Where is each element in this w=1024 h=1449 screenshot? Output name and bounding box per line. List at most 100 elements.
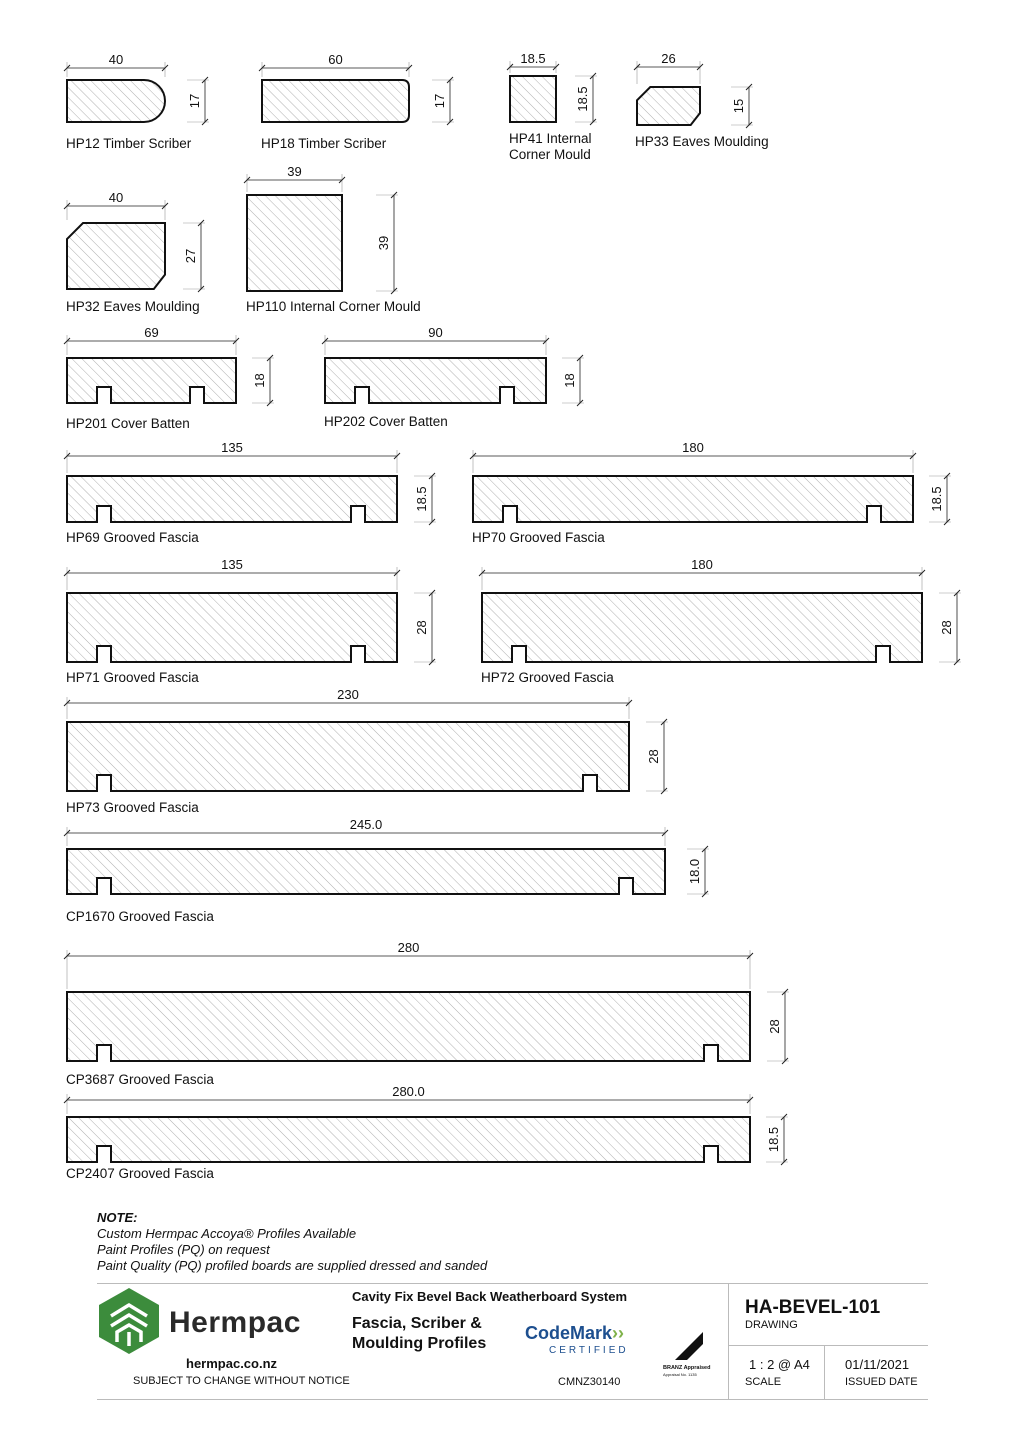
profile-label: HP12 Timber Scriber (66, 136, 192, 151)
width-dimension: 135 (221, 557, 243, 572)
profile-label: HP110 Internal Corner Mould (246, 299, 421, 314)
codemark-name: CodeMark (525, 1323, 613, 1343)
dimension-tick (321, 337, 329, 345)
width-dimension: 135 (221, 440, 243, 455)
dimension-tick (393, 569, 401, 577)
system-name: Cavity Fix Bevel Back Weatherboard Syste… (352, 1289, 628, 1304)
divider (824, 1345, 825, 1399)
dimension-tick (918, 569, 926, 577)
width-dimension: 280.0 (392, 1084, 425, 1099)
dimension-tick (390, 191, 398, 199)
dimension-tick (909, 452, 917, 460)
profile-section (66, 848, 666, 895)
dimension-tick (701, 845, 709, 853)
profile-label: HP41 Internal (509, 131, 592, 146)
profile-label: HP70 Grooved Fascia (472, 530, 605, 545)
profile-section (66, 991, 751, 1062)
height-dimension: 15 (731, 99, 746, 113)
width-dimension: 18.5 (520, 51, 545, 66)
profile-label: CP1670 Grooved Fascia (66, 909, 214, 924)
dimension-tick (63, 452, 71, 460)
drawing-title-line1: Fascia, Scriber & (352, 1315, 482, 1332)
height-dimension: 28 (939, 620, 954, 634)
dimension-tick (197, 219, 205, 227)
dimension-tick (745, 121, 753, 129)
dimension-tick (953, 658, 961, 666)
hermpac-logo-icon (99, 1288, 159, 1354)
dimension-tick (943, 518, 951, 526)
width-dimension: 60 (328, 52, 342, 67)
dimension-tick (63, 952, 71, 960)
note-line: Custom Hermpac Accoya® Profiles Availabl… (97, 1226, 357, 1241)
dimension-tick (258, 64, 266, 72)
branz-appraisal: Appraisal No. 1135 (663, 1372, 697, 1377)
dimension-tick (338, 176, 346, 184)
dimension-tick (633, 63, 641, 71)
website-link[interactable]: hermpac.co.nz (186, 1356, 278, 1371)
width-dimension: 180 (682, 440, 704, 455)
profile-label: Corner Mould (509, 147, 591, 162)
dimension-tick (781, 1057, 789, 1065)
drawing-label: DRAWING (745, 1319, 798, 1331)
notes-title: NOTE: (97, 1210, 138, 1225)
brand-name: Hermpac (169, 1306, 301, 1339)
dimension-tick (746, 952, 754, 960)
height-dimension: 28 (767, 1019, 782, 1033)
scale-value: 1 : 2 @ A4 (749, 1357, 810, 1372)
drawing-title-line2: Moulding Profiles (352, 1335, 487, 1352)
height-dimension: 18.5 (766, 1127, 781, 1152)
profile-section (66, 357, 237, 404)
width-dimension: 280 (398, 940, 420, 955)
dimension-tick (63, 202, 71, 210)
dimension-tick (780, 1158, 788, 1166)
dimension-tick (428, 658, 436, 666)
profile-label: HP201 Cover Batten (66, 416, 190, 431)
dimension-tick (201, 76, 209, 84)
dimension-tick (428, 518, 436, 526)
profile-label: HP69 Grooved Fascia (66, 530, 199, 545)
height-dimension: 18.5 (929, 486, 944, 511)
profile-section (324, 357, 547, 404)
profile-section (66, 475, 398, 523)
height-dimension: 17 (187, 94, 202, 108)
height-dimension: 28 (414, 620, 429, 634)
dimension-tick (232, 337, 240, 345)
width-dimension: 245.0 (350, 817, 383, 832)
dimension-tick (589, 72, 597, 80)
height-dimension: 18.5 (575, 86, 590, 111)
dimension-tick (266, 354, 274, 362)
width-dimension: 90 (428, 325, 442, 340)
dimension-tick (428, 472, 436, 480)
dimension-tick (469, 452, 477, 460)
height-dimension: 18.5 (414, 486, 429, 511)
dimension-tick (701, 890, 709, 898)
note-line: Paint Profiles (PQ) on request (97, 1242, 270, 1257)
profile-section (66, 721, 630, 792)
profile-section (66, 79, 166, 123)
dimension-tick (201, 118, 209, 126)
profile-section (472, 475, 914, 523)
profile-label: HP73 Grooved Fascia (66, 800, 199, 815)
dimension-tick (542, 337, 550, 345)
dimension-tick (576, 399, 584, 407)
note-line: Paint Quality (PQ) profiled boards are s… (97, 1258, 488, 1273)
profile-label: HP18 Timber Scriber (261, 136, 387, 151)
profile-section (246, 194, 343, 292)
dimension-tick (506, 63, 514, 71)
height-dimension: 18 (252, 373, 267, 387)
divider (728, 1284, 729, 1399)
dimension-tick (446, 118, 454, 126)
profile-section (261, 79, 410, 123)
dimension-tick (746, 1096, 754, 1104)
codemark-number: CMNZ30140 (558, 1376, 621, 1388)
dimension-tick (478, 569, 486, 577)
